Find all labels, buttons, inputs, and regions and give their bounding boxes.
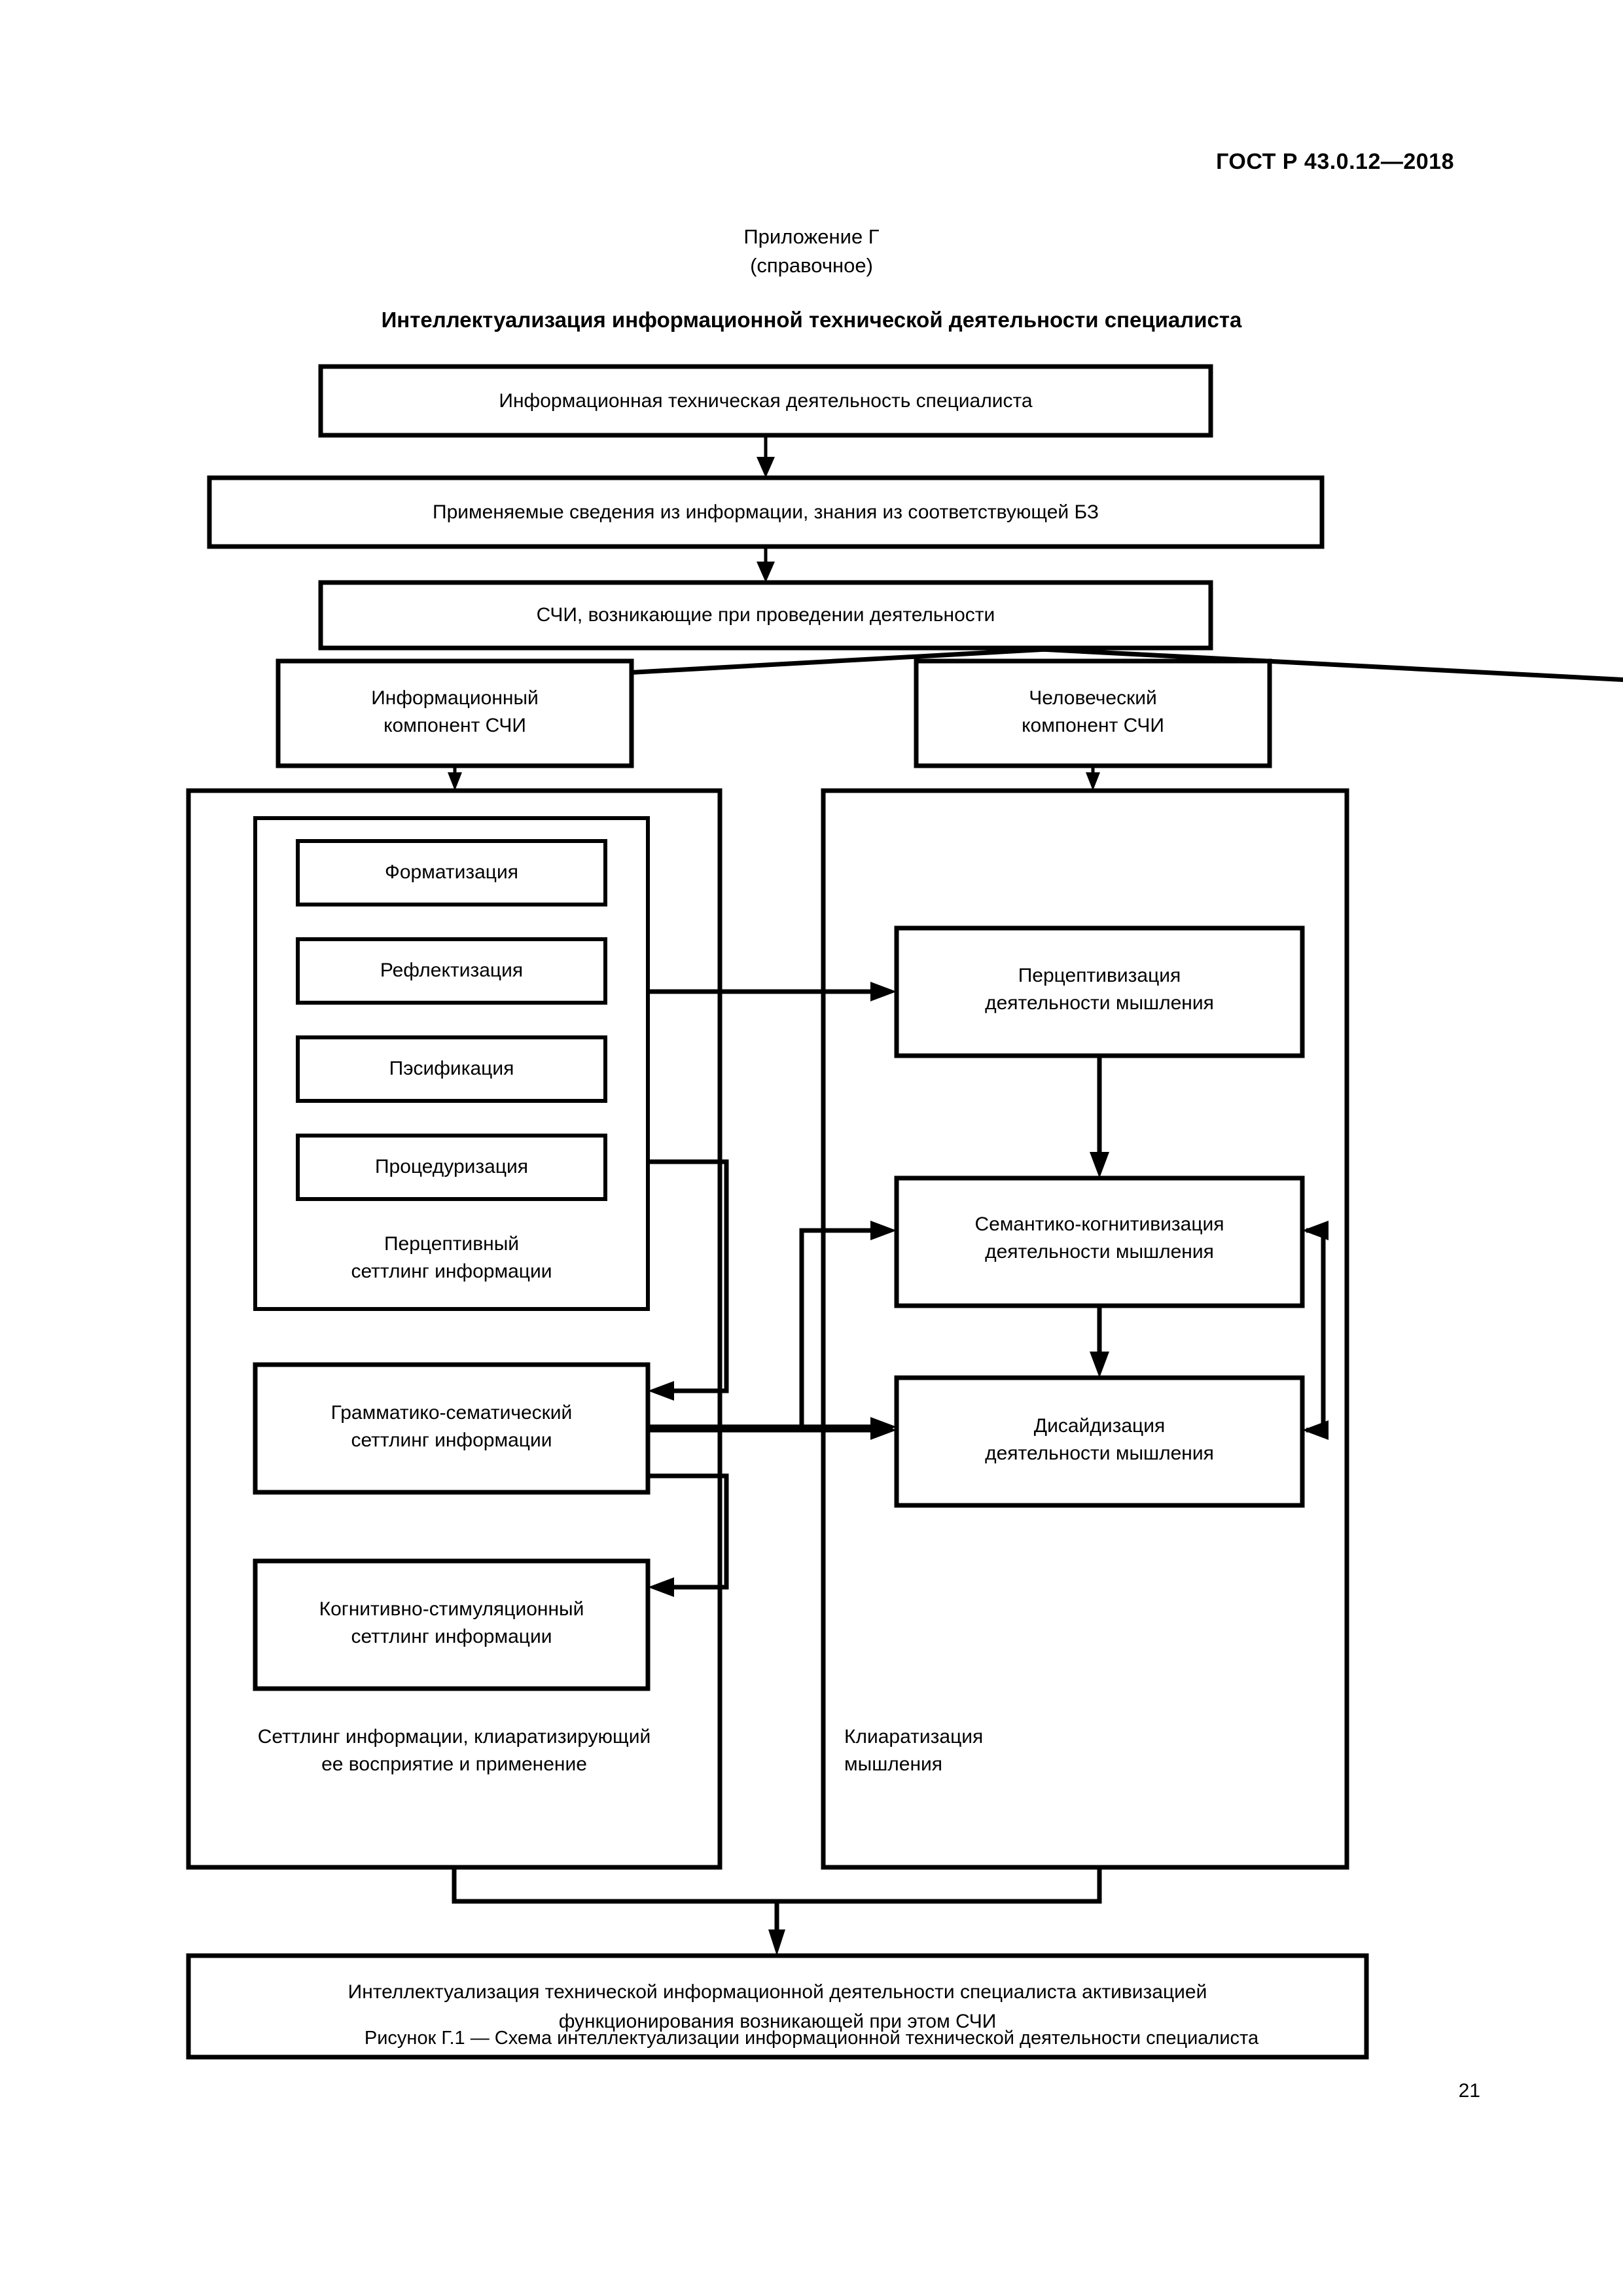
arrow-knowledge-to-schi [757, 547, 775, 583]
group-right-label-line1: Клиаратизация [844, 1726, 983, 1748]
node-cognitive-stimulation-line1: Когнитивно-стимуляционный [319, 1598, 584, 1620]
node-knowledge: Применяемые сведения из информации, знан… [207, 475, 1325, 549]
group-perceptive-label-line1: Перцептивный [384, 1233, 519, 1255]
node-reflectization-label: Рефлектизация [380, 960, 523, 981]
section-title: Интеллектуализация информационной технич… [381, 308, 1242, 332]
node-grammatic-semantic-line1: Грамматико-сематический [331, 1402, 573, 1424]
node-semantic-cognitivization: Семантико-когнитивизация деятельности мы… [894, 1175, 1305, 1308]
node-activity: Информационная техническая деятельность … [318, 364, 1213, 438]
node-pesification-label: Пэсификация [389, 1058, 514, 1079]
node-knowledge-label: Применяемые сведения из информации, знан… [433, 501, 1099, 523]
arrow-human-component-to-right-group [1086, 766, 1100, 791]
node-semantic-cognitivization-line1: Семантико-когнитивизация [974, 1213, 1224, 1235]
node-info-component-line2: компонент СЧИ [383, 715, 526, 736]
connector-perceptive-loop-to-grammatic [648, 1159, 729, 1401]
arrow-semantic-to-disidization [1090, 1306, 1109, 1378]
node-proceduration-label: Процедуризация [375, 1156, 528, 1177]
node-perceptivization-line1: Перцептивизация [1018, 965, 1181, 986]
node-intellectualization-result: Интеллектуализация технической информаци… [186, 1953, 1369, 2060]
node-perceptivization: Перцептивизация деятельности мышления [894, 925, 1305, 1058]
node-formatization: Форматизация [296, 839, 607, 906]
appendix-heading: Приложение Г (справочное) [0, 223, 1623, 280]
node-proceduration: Процедуризация [296, 1134, 607, 1201]
group-left-label-line2: ее восприятие и применение [321, 1753, 587, 1775]
node-result-line1: Интеллектуализация технической информаци… [348, 1981, 1207, 2003]
feedback-disidization-to-semantic [1302, 1221, 1329, 1440]
appendix-label: Приложение Г [743, 225, 880, 248]
connector-left-to-disidization [802, 1420, 897, 1440]
node-reflectization: Рефлектизация [296, 937, 607, 1005]
node-human-component: Человеческий компонент СЧИ [914, 658, 1272, 768]
arrow-perceptivization-to-semantic [1090, 1056, 1109, 1178]
node-info-component-line1: Информационный [371, 687, 539, 709]
group-perceptive-label-line2: сеттлинг информации [351, 1261, 552, 1282]
node-schi-label: СЧИ, возникающие при проведении деятельн… [537, 604, 995, 626]
figure-caption: Рисунок Г.1 — Схема интеллектуализации и… [364, 2028, 1259, 2049]
connector-riser-to-semantic-cognitivization [799, 1221, 897, 1430]
connector-perceptive-to-perceptivization [648, 982, 897, 1001]
node-schi: СЧИ, возникающие при проведении деятельн… [318, 580, 1213, 651]
node-grammatic-semantic: Грамматико-сематический сеттлинг информа… [253, 1362, 651, 1495]
node-formatization-label: Форматизация [385, 861, 518, 883]
node-human-component-line1: Человеческий [1029, 687, 1156, 709]
standard-header: ГОСТ Р 43.0.12—2018 [1216, 149, 1454, 174]
node-activity-label: Информационная техническая деятельность … [499, 390, 1032, 412]
node-cognitive-stimulation: Когнитивно-стимуляционный сеттлинг инфор… [253, 1558, 651, 1691]
node-disidization-line1: Дисайдизация [1034, 1415, 1165, 1437]
connector-grammatic-loop-to-cognitive [648, 1473, 729, 1597]
node-info-component: Информационный компонент СЧИ [276, 658, 634, 768]
arrow-activity-to-knowledge [757, 435, 775, 478]
node-semantic-cognitivization-line2: деятельности мышления [985, 1241, 1214, 1263]
node-result-line2: функционирования возникающей при этом СЧ… [559, 2011, 997, 2032]
node-disidization-line2: деятельности мышления [985, 1443, 1214, 1464]
arrow-schi-to-human-component [1040, 647, 1623, 682]
node-cognitive-stimulation-line2: сеттлинг информации [351, 1626, 552, 1647]
group-right-label-line2: мышления [844, 1753, 942, 1775]
node-human-component-line2: компонент СЧИ [1022, 715, 1164, 736]
node-pesification: Пэсификация [296, 1035, 607, 1103]
group-left-label-line1: Сеттлинг информации, клиаратизирующий [258, 1726, 651, 1748]
node-perceptivization-line2: деятельности мышления [985, 992, 1214, 1014]
page-number: 21 [1458, 2080, 1480, 2102]
node-disidization: Дисайдизация деятельности мышления [894, 1375, 1305, 1508]
node-grammatic-semantic-line2: сеттлинг информации [351, 1429, 552, 1451]
arrow-info-component-to-left-group [448, 766, 462, 791]
appendix-kind: (справочное) [750, 254, 873, 278]
connector-groups-to-result [452, 1867, 1102, 1956]
